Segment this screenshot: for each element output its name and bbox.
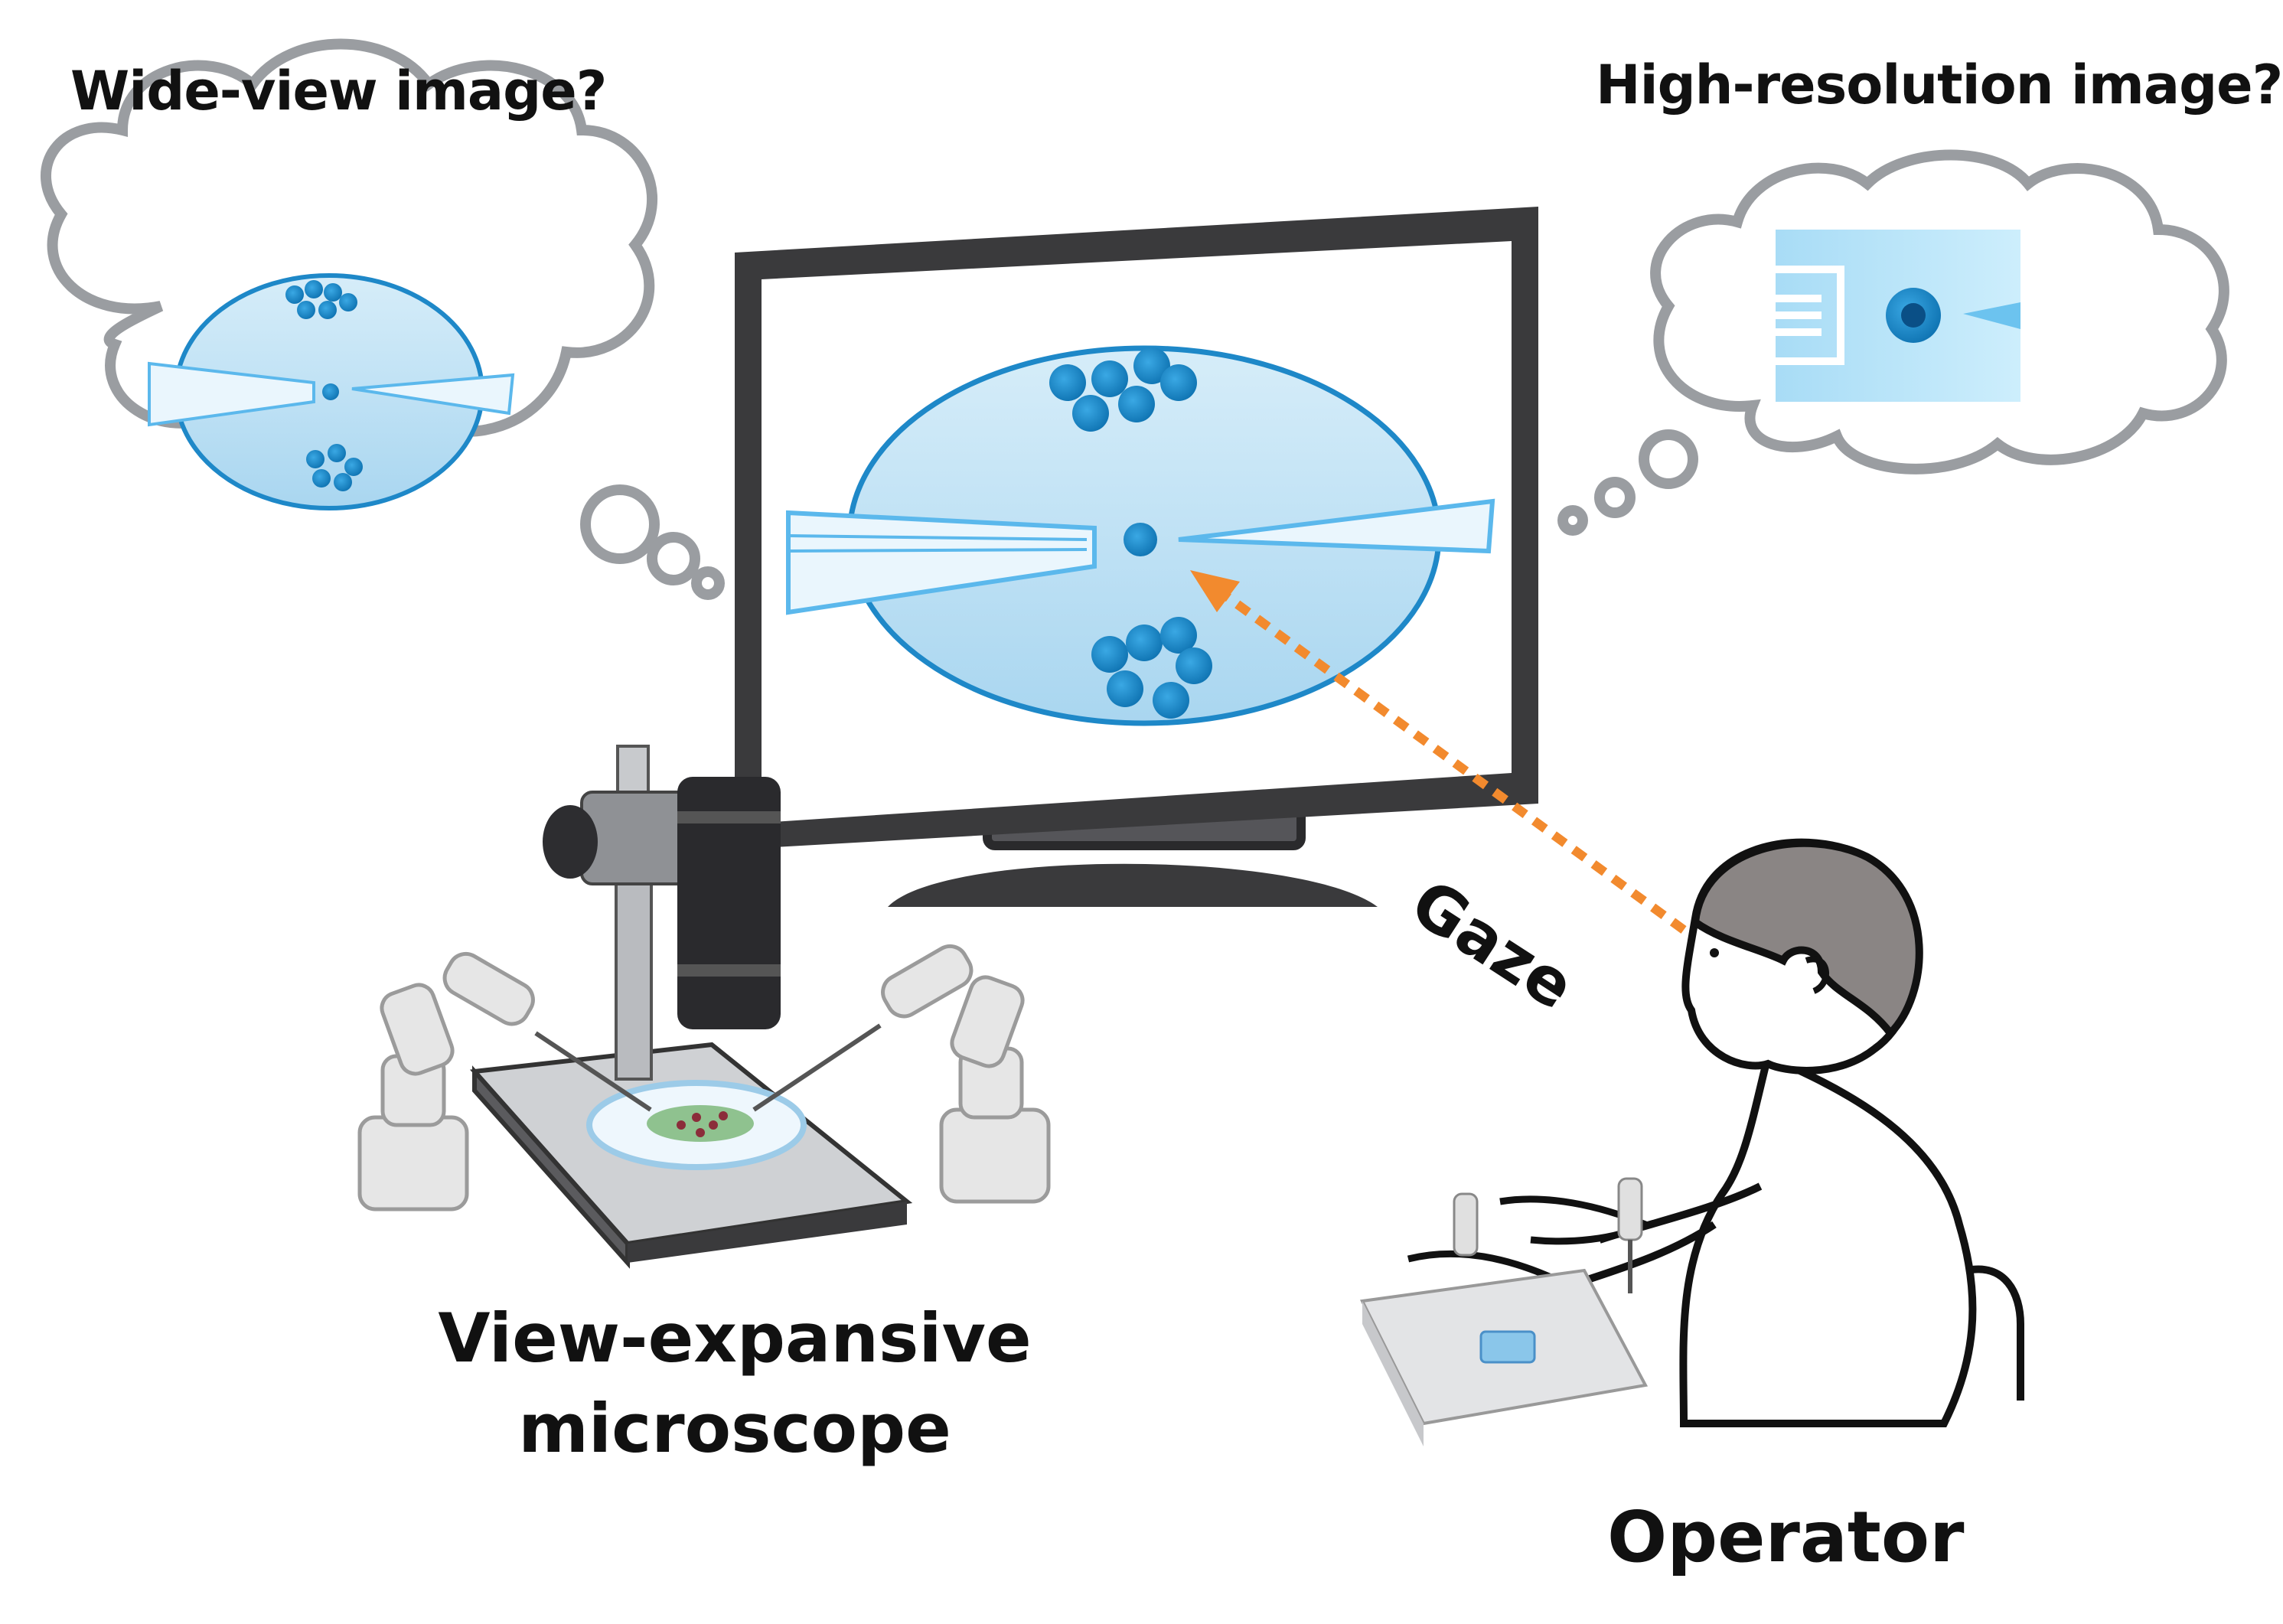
injection-pipette-closeup — [1963, 302, 2020, 329]
operator-ear — [1805, 956, 1829, 994]
target-cell — [322, 383, 339, 400]
holding-pipette — [148, 361, 315, 427]
gaze-arrow — [1190, 570, 1687, 934]
thought-bubbles-left — [580, 484, 725, 600]
microscope-base-front — [628, 1202, 907, 1263]
gaze-arrowhead — [1190, 570, 1240, 612]
microscope-icon — [357, 745, 1051, 1269]
operator-person-icon — [1359, 838, 2024, 1446]
thought-bubbles-right — [1557, 429, 1698, 536]
screen-injection-pipette — [1178, 498, 1495, 554]
high-resolution-label: High-resolution image? — [1596, 54, 2283, 116]
sample-cells — [677, 1111, 728, 1137]
cell-cluster-bottom — [306, 444, 363, 491]
holding-pipette-closeup — [1776, 266, 1844, 365]
wide-view-label: Wide-view image? — [70, 60, 607, 122]
screen-cell-cluster-bottom — [1091, 617, 1212, 719]
operator-hair — [1691, 839, 1923, 1039]
wide-view-thought-cloud — [41, 38, 725, 600]
monitor-icon — [735, 207, 1538, 907]
operator-body — [1679, 1051, 1977, 1427]
high-resolution-thought-cloud — [1557, 149, 2229, 536]
screen-cell-cluster-top — [1049, 347, 1197, 432]
operator-hand — [1499, 1195, 1654, 1245]
screen-target-cell — [1124, 523, 1157, 556]
cell-nucleus — [1901, 303, 1926, 328]
joystick-controller-icon — [1359, 1177, 1649, 1446]
microscope-label: View-expansive microscope — [429, 1293, 1041, 1474]
microscope-label-line2: microscope — [518, 1389, 951, 1468]
operator-label: Operator — [1607, 1496, 1965, 1578]
cell-cluster-top — [285, 280, 357, 319]
objective-ring-2 — [677, 964, 781, 977]
robot-arm-icon — [752, 944, 1051, 1204]
operator-eye — [1710, 948, 1719, 957]
robot-arm-icon — [357, 951, 652, 1211]
microscope-label-line1: View-expansive — [438, 1299, 1032, 1378]
focus-knob — [543, 805, 598, 879]
screen-holding-pipette-inner — [788, 534, 1088, 553]
objective-ring — [677, 811, 781, 823]
injection-pipette — [351, 373, 515, 416]
monitor-stand-base — [888, 863, 1378, 907]
